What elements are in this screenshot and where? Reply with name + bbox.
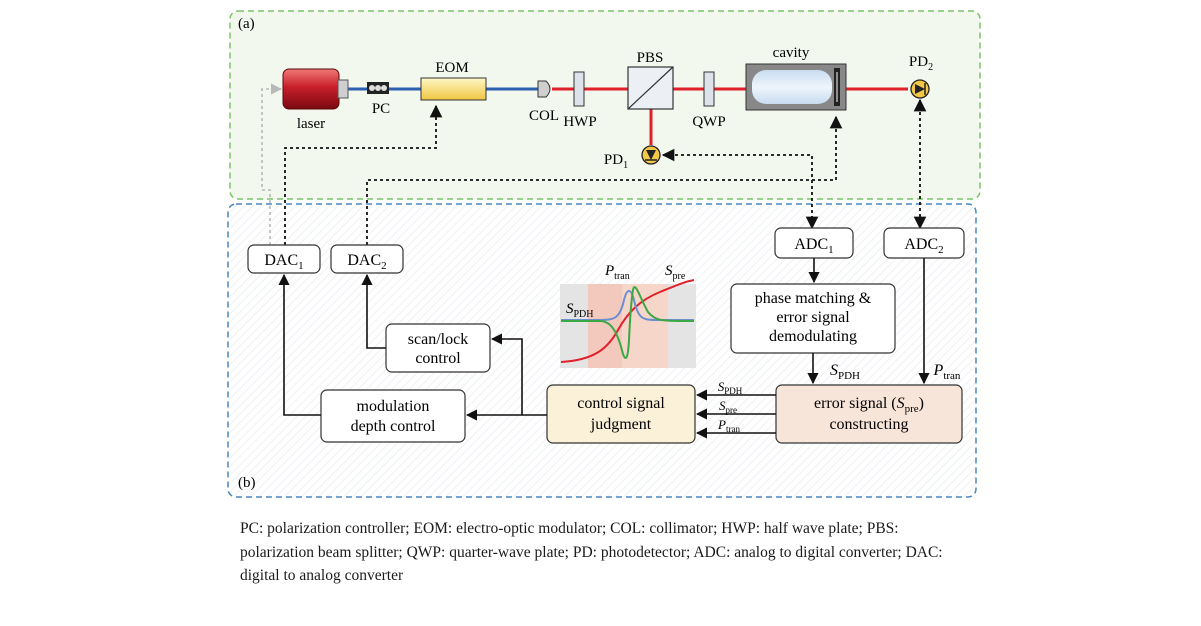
panel-a-frame xyxy=(229,10,981,200)
s-pdh-label: SPDH xyxy=(830,362,860,382)
pd1-icon xyxy=(641,145,661,165)
pbs-icon xyxy=(627,66,674,110)
signal-inset-plot: SPDH Ptran Spre xyxy=(560,263,696,368)
phase-matching-line-3: demodulating xyxy=(769,328,857,345)
scan-lock-line-1: scan/lock xyxy=(408,331,468,348)
judgment-to-scan-arrow xyxy=(490,333,523,415)
panel-a-label: (a) xyxy=(238,16,255,32)
error-signal-box xyxy=(775,384,963,444)
col-label: COL xyxy=(529,108,559,124)
pbs-label: PBS xyxy=(637,50,664,66)
qwp-icon xyxy=(703,71,715,107)
error-signal-line-1: error signal (Spre) xyxy=(814,395,924,415)
dac1-to-eom-path xyxy=(284,104,443,245)
eom-icon xyxy=(420,77,487,101)
hwp-label: HWP xyxy=(563,114,596,130)
modulation-depth-line-2: depth control xyxy=(351,418,436,435)
collimator-icon xyxy=(537,80,551,98)
scan-to-dac2-arrow xyxy=(361,273,386,349)
dac1-label: DAC1 xyxy=(264,252,303,272)
phase-matching-line-2: error signal xyxy=(776,309,850,326)
cavity-icon xyxy=(745,63,847,111)
cavity-label: cavity xyxy=(773,45,810,61)
s-pdh-arrow-label: SPDH xyxy=(718,379,743,396)
qwp-label: QWP xyxy=(692,114,725,130)
scan-lock-line-2: control xyxy=(415,350,461,367)
dac1-box xyxy=(247,244,321,274)
adc1-label: ADC1 xyxy=(794,236,833,256)
judgment-line-1: control signal xyxy=(577,395,665,412)
p-tran-arrow-label: Ptran xyxy=(717,417,740,434)
s-pre-curve xyxy=(560,279,695,363)
polarization-controller-icon xyxy=(367,82,389,94)
adc1-to-cavity-path xyxy=(812,115,843,181)
panel-b-label: (b) xyxy=(238,475,256,491)
s-pre-arrow-label: Spre xyxy=(719,398,737,415)
inset-s-pre-label: Spre xyxy=(665,263,686,282)
eom-label: EOM xyxy=(435,60,468,76)
hwp-icon xyxy=(573,71,585,107)
p-tran-curve xyxy=(561,290,694,321)
phase-matching-line-1: phase matching & xyxy=(755,290,872,307)
inset-s-pdh-label: SPDH xyxy=(566,301,594,320)
laser-icon xyxy=(282,68,349,110)
modulation-to-dac1-arrow xyxy=(278,273,321,416)
dac2-label: DAC2 xyxy=(347,252,386,272)
judgment-box xyxy=(546,384,696,444)
dac-to-laser-gray-path xyxy=(261,83,283,245)
p-tran-label: Ptran xyxy=(933,362,961,382)
pc-label: PC xyxy=(372,101,390,117)
s-pdh-curve xyxy=(561,286,695,359)
judgment-line-2: judgment xyxy=(590,416,652,433)
pd2-label: PD2 xyxy=(909,54,933,73)
inset-p-tran-label: Ptran xyxy=(604,263,630,282)
figure-caption: PC: polarization controller; EOM: electr… xyxy=(240,520,943,584)
modulation-depth-box xyxy=(320,389,466,443)
pd1-label: PD1 xyxy=(604,152,628,171)
pd2-icon xyxy=(910,79,930,99)
dac2-box xyxy=(330,244,404,274)
adc2-label: ADC2 xyxy=(904,236,943,256)
error-signal-line-2: constructing xyxy=(829,416,908,433)
modulation-depth-line-1: modulation xyxy=(357,398,430,415)
laser-label: laser xyxy=(297,116,325,132)
dac2-to-cavity-path xyxy=(366,179,812,245)
pd1-to-adc1-path xyxy=(661,148,819,230)
